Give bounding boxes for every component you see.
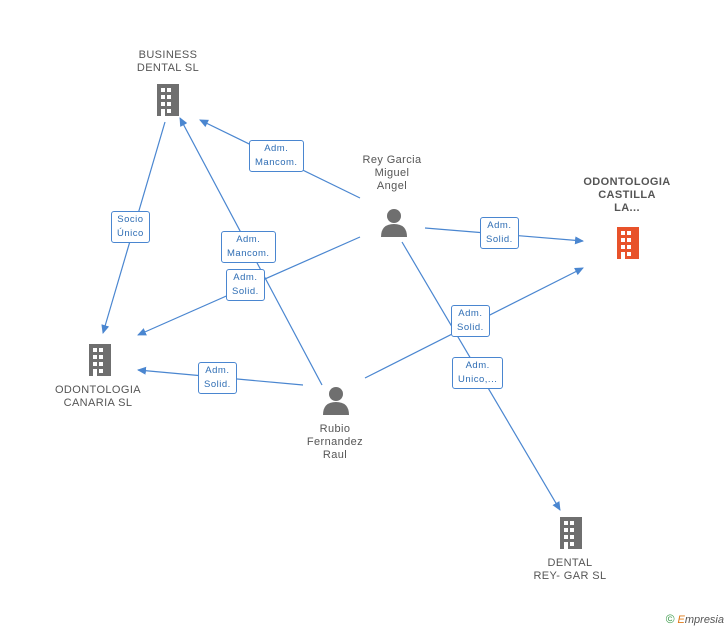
brand-initial: E <box>677 614 685 626</box>
node-label-odontologia-canaria[interactable]: ODONTOLOGIA CANARIA SL <box>54 384 142 409</box>
edge-label-adm-mancom-2: Adm. Mancom. <box>221 231 276 263</box>
edge-label-adm-solid-4: Adm. Solid. <box>451 305 490 337</box>
footer-brand: ©Empresia <box>666 612 724 626</box>
node-label-business-dental[interactable]: BUSINESS DENTAL SL <box>136 49 200 74</box>
person-rubio-fernandez-icon[interactable] <box>323 387 349 415</box>
edge-label-adm-mancom-1: Adm. Mancom. <box>249 140 304 172</box>
edge-label-adm-solid-2: Adm. Solid. <box>198 362 237 394</box>
edge-label-adm-solid-1: Adm. Solid. <box>226 269 265 301</box>
company-odontologia-canaria-icon[interactable] <box>89 344 111 376</box>
person-rey-garcia-icon[interactable] <box>381 209 407 237</box>
node-label-rubio-fernandez[interactable]: Rubio Fernandez Raul <box>306 423 364 461</box>
company-odontologia-castilla-icon[interactable] <box>617 227 639 259</box>
node-label-odontologia-castilla[interactable]: ODONTOLOGIA CASTILLA LA... <box>583 176 671 214</box>
edge-label-adm-unico: Adm. Unico,... <box>452 357 504 389</box>
company-business-dental-icon[interactable] <box>157 84 179 116</box>
brand-name: mpresia <box>684 614 724 626</box>
node-label-dental-reygar[interactable]: DENTAL REY- GAR SL <box>533 557 607 582</box>
edge-label-socio-unico: Socio Único <box>111 211 150 243</box>
copyright-icon: © <box>665 612 675 626</box>
company-dental-reygar-icon[interactable] <box>560 517 582 549</box>
node-label-rey-garcia[interactable]: Rey Garcia Miguel Angel <box>362 154 422 192</box>
edge-label-adm-solid-3: Adm. Solid. <box>480 217 519 249</box>
